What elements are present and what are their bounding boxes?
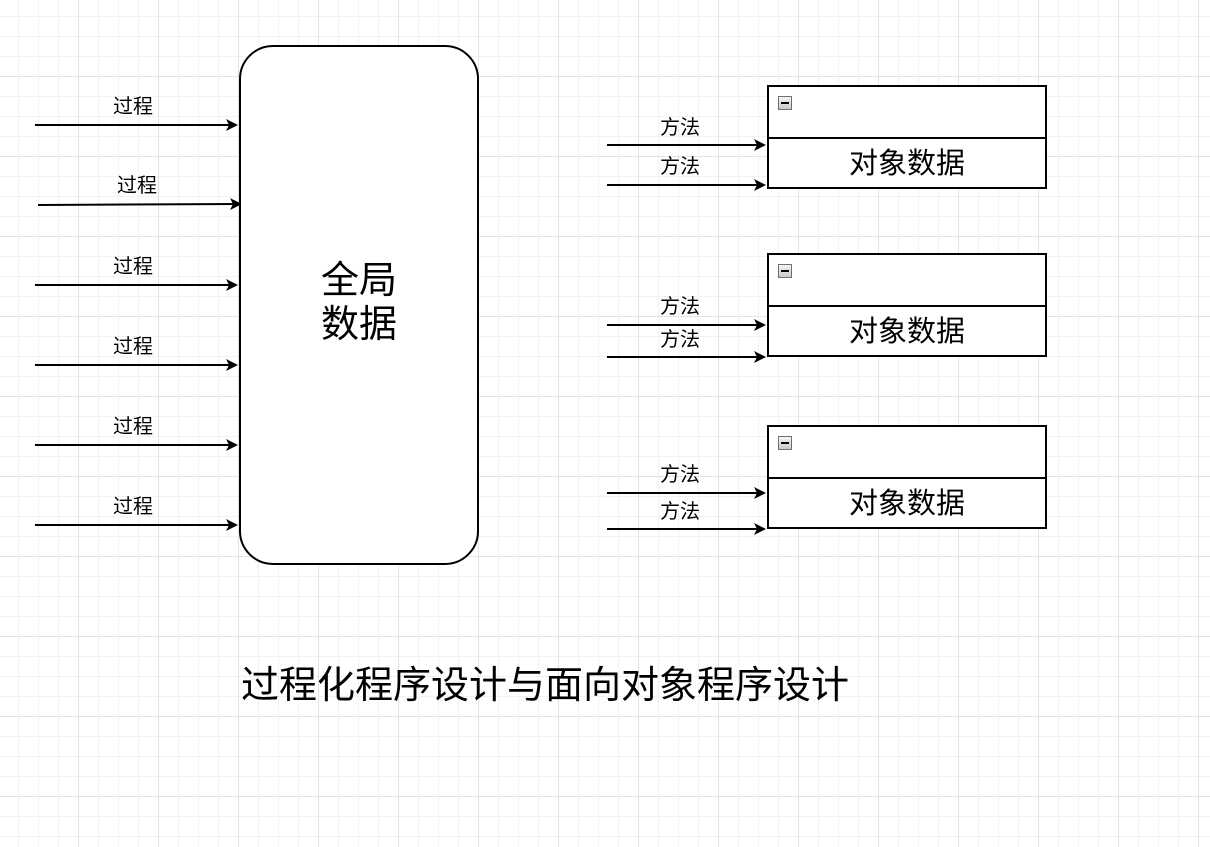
process-label-5: 过程 — [113, 414, 153, 438]
collapse-icon[interactable] — [778, 96, 792, 110]
process-label-1: 过程 — [113, 94, 153, 118]
process-label-3: 过程 — [113, 254, 153, 278]
process-arrow-2[interactable] — [37, 198, 242, 211]
collapse-icon[interactable] — [778, 436, 792, 450]
global-data-line-2: 数据 — [320, 302, 397, 346]
global-data-line-1: 全局 — [320, 258, 397, 302]
object-divider — [769, 477, 1045, 479]
process-label-4: 过程 — [113, 334, 153, 358]
method-label-2a: 方法 — [660, 294, 700, 318]
object-box-1[interactable]: 对象数据 — [767, 85, 1047, 189]
object-box-2[interactable]: 对象数据 — [767, 253, 1047, 357]
diagram-caption: 过程化程序设计与面向对象程序设计 — [241, 663, 850, 707]
object-data-label-2: 对象数据 — [848, 314, 965, 348]
object-data-label-1: 对象数据 — [848, 146, 965, 180]
method-label-2b: 方法 — [660, 327, 700, 351]
object-divider — [769, 305, 1045, 307]
process-label-2: 过程 — [117, 173, 157, 197]
method-label-3a: 方法 — [660, 462, 700, 486]
object-divider — [769, 137, 1045, 139]
object-data-label-3: 对象数据 — [848, 486, 965, 520]
method-label-3b: 方法 — [660, 499, 700, 523]
method-label-1a: 方法 — [660, 115, 700, 139]
global-data-box[interactable] — [239, 45, 479, 565]
collapse-icon[interactable] — [778, 264, 792, 278]
object-box-3[interactable]: 对象数据 — [767, 425, 1047, 529]
process-label-6: 过程 — [113, 494, 153, 518]
method-label-1b: 方法 — [660, 154, 700, 178]
global-data-label: 全局 数据 — [239, 258, 479, 346]
